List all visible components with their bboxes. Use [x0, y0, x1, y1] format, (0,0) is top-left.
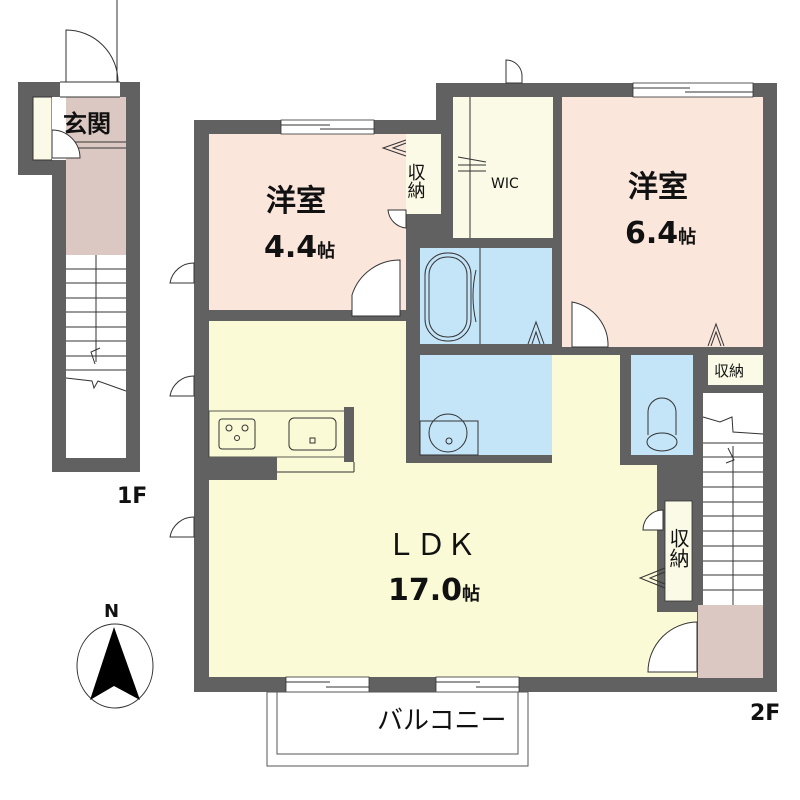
wic-label: WIC: [491, 176, 519, 192]
wic-door[interactable]: [505, 59, 523, 84]
storage-3-label: 収納: [666, 528, 690, 568]
storage-1-door[interactable]: [387, 209, 407, 229]
floor-2: 洋室 4.4帖 洋室 6.4帖 ＬＤＫ 17.0帖 WIC 収納 収納 収納 バ…: [169, 59, 780, 767]
compass: N: [76, 601, 154, 709]
stair-door[interactable]: [647, 621, 698, 673]
washroom: [420, 355, 552, 455]
storage-1-label: 収納: [405, 163, 426, 199]
washbasin-counter: [419, 420, 479, 456]
stair-landing: [698, 605, 763, 678]
sink: [288, 417, 337, 451]
windows: [280, 82, 754, 693]
toilet-room: [631, 355, 693, 455]
washbasin: [428, 413, 468, 453]
toilet: [647, 397, 677, 435]
room-2-door[interactable]: [571, 301, 609, 348]
exterior-vent-2: [169, 375, 195, 397]
north-arrow-icon: [90, 627, 140, 700]
ldk-name: ＬＤＫ: [386, 528, 476, 563]
storage-2-label: 収納: [714, 362, 744, 380]
floor-1-label: 1F: [117, 484, 147, 509]
ldk: [209, 321, 697, 677]
balcony-label: バルコニー: [377, 706, 506, 736]
storage-2: [708, 355, 763, 385]
exterior-vent-1: [169, 262, 195, 284]
bathroom: [420, 248, 552, 344]
storage-1: [406, 134, 441, 214]
western-room-2: [562, 97, 763, 347]
western-room-2-name: 洋室: [628, 170, 688, 205]
storage-3: [664, 500, 693, 602]
floor-2-label: 2F: [750, 701, 780, 726]
western-room-1-size: 4.4帖: [264, 230, 335, 265]
entrance-inner-door[interactable]: [51, 129, 81, 159]
room-1-door[interactable]: [351, 259, 401, 317]
front-door[interactable]: [65, 29, 119, 83]
western-room-1-name: 洋室: [266, 184, 326, 219]
entrance-label: 玄関: [63, 110, 111, 138]
stove: [218, 418, 256, 450]
walk-in-closet: [453, 97, 553, 238]
exterior-vent-3: [169, 516, 195, 538]
kitchen-partition: [344, 407, 354, 462]
floor-1: 玄関 1F: [18, 0, 147, 509]
western-room-2-size: 6.4帖: [625, 216, 696, 251]
compass-north-label: N: [104, 601, 119, 622]
bathtub: [424, 252, 472, 342]
shoe-cabinet: [32, 96, 53, 161]
ldk-size: 17.0帖: [388, 573, 480, 608]
entrance-floor: [66, 97, 126, 255]
